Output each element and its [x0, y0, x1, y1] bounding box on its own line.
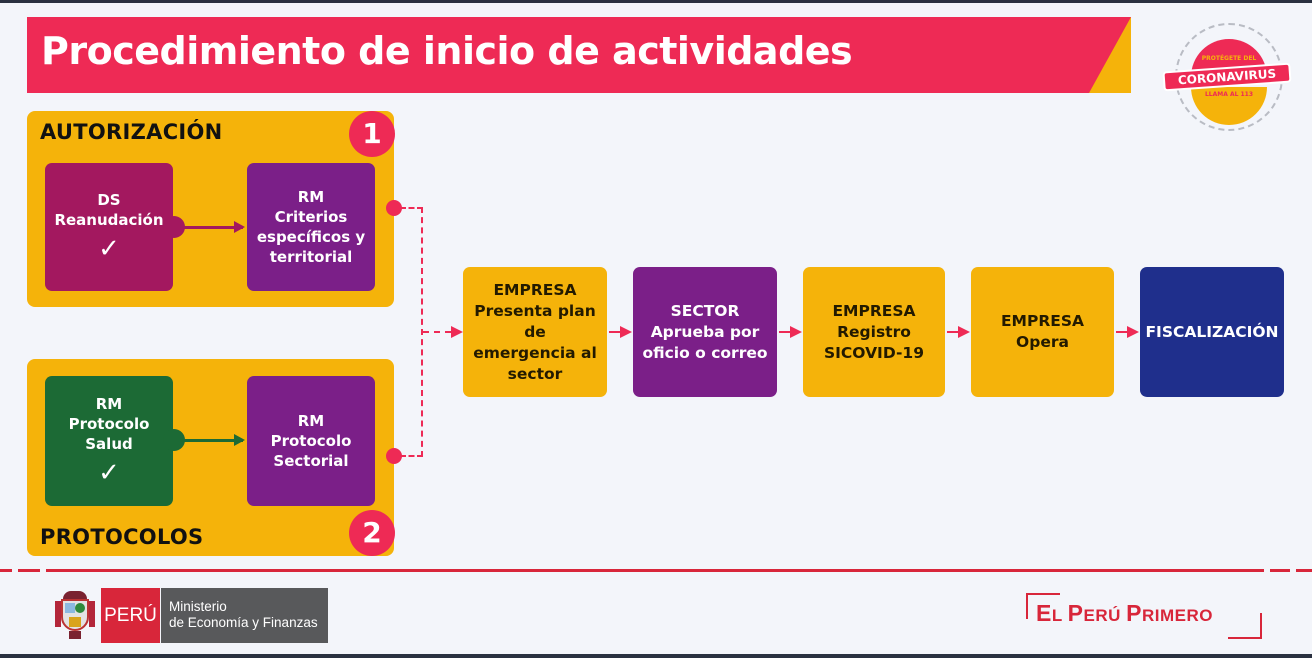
checkmark-icon: ✓: [98, 458, 120, 488]
flow-step-line: emergencia al: [473, 343, 597, 362]
group-title: PROTOCOLOS: [40, 525, 204, 549]
badge-line-3: LLAMA AL 113: [1204, 91, 1254, 98]
flow-step-head: EMPRESA: [832, 301, 916, 320]
bracket-decoration: [1228, 613, 1262, 639]
dashed-connector: [779, 331, 791, 333]
divider-gap: [1290, 568, 1296, 573]
box-line: RM: [297, 412, 325, 430]
peru-logo-label: PERÚ: [101, 588, 160, 643]
flow-step-line: Opera: [1016, 333, 1069, 351]
peru-coat-of-arms-icon: [55, 591, 95, 641]
dashed-connector: [947, 331, 959, 333]
connector-knob: [163, 429, 185, 451]
box-line: DS: [97, 191, 121, 209]
footer-divider: [0, 569, 1312, 572]
title-banner: Procedimiento de inicio de actividades: [27, 17, 1131, 93]
ministry-line-1: Ministerio: [169, 599, 227, 614]
flow-step-line: de: [524, 322, 546, 341]
box-line: específicos y: [256, 228, 366, 246]
step-number-badge: 2: [349, 510, 395, 556]
page-title: Procedimiento de inicio de actividades: [41, 29, 853, 73]
dashed-connector: [400, 207, 423, 209]
ministry-logo-label: Ministerio de Economía y Finanzas: [161, 588, 328, 643]
box-line: Protocolo: [270, 432, 352, 450]
flow-step-head: FISCALIZACIÓN: [1145, 322, 1279, 341]
box-rm-protocolo-sectorial: RM Protocolo Sectorial: [247, 376, 375, 506]
divider-gap: [40, 568, 46, 573]
flow-step-head: SECTOR: [670, 301, 740, 320]
flow-step-empresa-opera: EMPRESA Opera: [971, 267, 1114, 397]
group-protocolos: PROTOCOLOS 2 RM Protocolo Salud ✓ RM Pro…: [27, 359, 395, 556]
flow-step-line: SICOVID-19: [824, 343, 924, 362]
ministry-line-2: de Economía y Finanzas: [169, 615, 318, 630]
slogan-text: EL PERÚ PRIMERO: [1036, 600, 1213, 626]
box-line: Sectorial: [273, 452, 349, 470]
flow-step-fiscalizacion: FISCALIZACIÓN: [1140, 267, 1284, 397]
box-line: Salud: [85, 435, 133, 453]
arrow-right-icon: [451, 326, 463, 338]
flow-step-line: Presenta plan: [474, 301, 596, 320]
connector-dot: [386, 200, 402, 216]
box-line: Criterios: [274, 208, 348, 226]
box-rm-protocolo-salud: RM Protocolo Salud ✓: [45, 376, 173, 506]
arrow-right-icon: [183, 221, 245, 233]
box-rm-criterios: RM Criterios específicos y territorial: [247, 163, 375, 291]
flow-step-line: Aprueba por: [650, 322, 760, 341]
divider-gap: [12, 568, 18, 573]
flow-step-head: EMPRESA: [1000, 312, 1085, 330]
dashed-connector: [609, 331, 621, 333]
flow-step-head: EMPRESA: [493, 280, 577, 299]
connector-knob: [163, 216, 185, 238]
flow-step-line: Registro: [837, 322, 911, 341]
dashed-connector: [421, 207, 423, 457]
badge-line-1: PROTÉGETE DEL: [1201, 55, 1257, 62]
box-line: Reanudación: [54, 211, 164, 229]
flow-step-empresa-presenta-plan: EMPRESA Presenta plan de emergencia al s…: [463, 267, 607, 397]
arrow-right-icon: [790, 326, 802, 338]
box-ds-reanudacion: DS Reanudación ✓: [45, 163, 173, 291]
step-number-badge: 1: [349, 111, 395, 157]
box-line: RM: [95, 395, 123, 413]
connector-dot: [386, 448, 402, 464]
group-title: AUTORIZACIÓN: [40, 120, 223, 144]
box-line: RM: [297, 188, 325, 206]
bracket-decoration: [1026, 593, 1060, 619]
arrow-right-icon: [958, 326, 970, 338]
checkmark-icon: ✓: [98, 234, 120, 264]
el-peru-primero-logo: EL PERÚ PRIMERO: [1026, 593, 1262, 639]
arrow-right-icon: [183, 434, 245, 446]
flow-step-line: oficio o correo: [642, 343, 768, 362]
flow-step-sector-aprueba: SECTOR Aprueba por oficio o correo: [633, 267, 777, 397]
flow-step-empresa-registro: EMPRESA Registro SICOVID-19: [803, 267, 945, 397]
coronavirus-badge: PROTÉGETE DEL CORONAVIRUS LLAMA AL 113: [1162, 21, 1292, 131]
group-autorizacion: AUTORIZACIÓN 1 DS Reanudación ✓ RM Crite…: [27, 111, 395, 307]
box-line: Protocolo: [68, 415, 150, 433]
dashed-connector: [1116, 331, 1128, 333]
dashed-connector: [400, 455, 423, 457]
dashed-connector: [423, 331, 451, 333]
arrow-right-icon: [620, 326, 632, 338]
box-line: territorial: [269, 248, 353, 266]
banner-corner-accent: [1089, 17, 1131, 93]
divider-gap: [1264, 568, 1270, 573]
flow-step-line: sector: [507, 364, 563, 383]
arrow-right-icon: [1127, 326, 1139, 338]
